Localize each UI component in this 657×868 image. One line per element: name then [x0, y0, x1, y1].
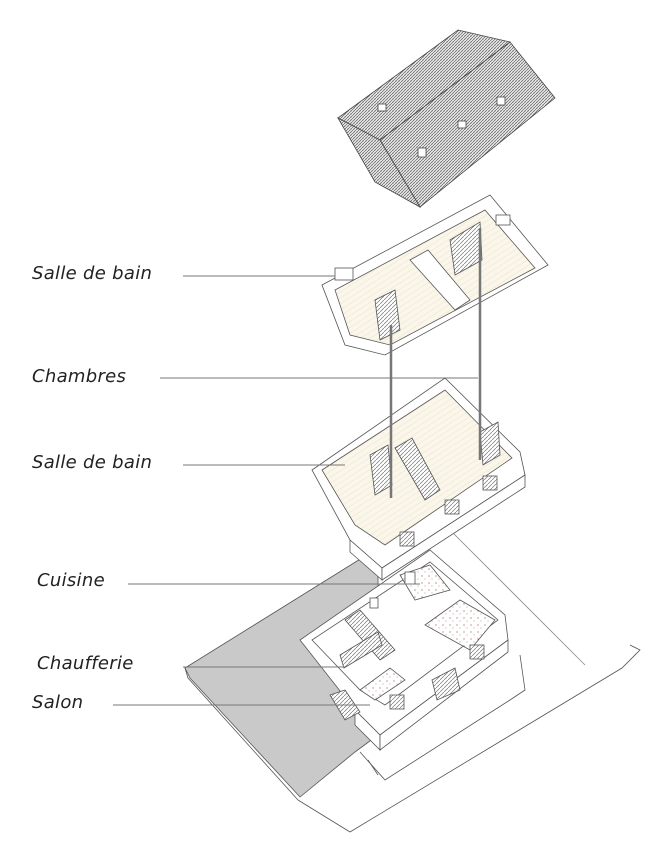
roof-window-icon: [377, 96, 506, 158]
label-boiler-room: Chaufferie: [37, 653, 134, 674]
label-living-room: Salon: [32, 692, 84, 713]
first-floor: [311, 377, 526, 581]
label-attic-bathroom: Salle de bain: [32, 263, 153, 284]
label-bedrooms: Chambres: [32, 366, 127, 387]
vertical-connectors: [389, 228, 482, 498]
leader-lines: [113, 275, 478, 706]
label-kitchen: Cuisine: [37, 570, 105, 591]
roof: [336, 29, 556, 209]
label-first-floor-bathroom: Salle de bain: [32, 452, 153, 473]
ground-floor: [299, 549, 509, 751]
attic-floor: [321, 194, 549, 356]
